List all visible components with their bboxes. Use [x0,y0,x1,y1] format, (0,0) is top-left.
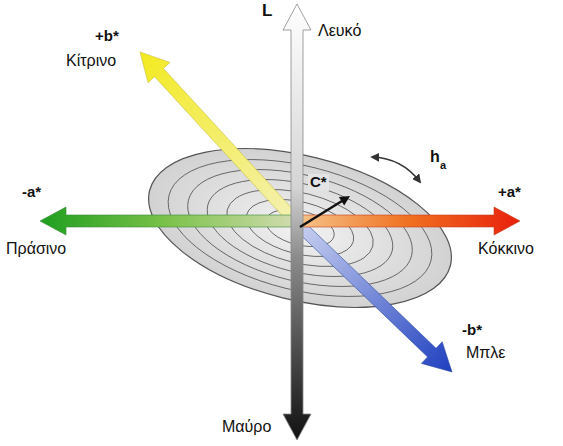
color-name: Μπλε [466,344,506,362]
axis-label: L [262,2,272,21]
chroma-arrow [300,201,342,227]
axis-label: -a* [22,184,41,201]
color-name: Λευκό [318,22,361,40]
color-name: Κόκκινο [478,240,534,258]
color-name: Κίτρινο [66,52,116,70]
axis-label: -b* [462,322,482,339]
hue-angle-arc [372,157,420,182]
axis-label: h [430,148,440,166]
axis-label: C* [308,174,329,191]
axis-label: a [440,159,446,171]
blue-axis-arrow [296,222,452,372]
green-axis-arrow [40,207,296,235]
axis-label: +b* [95,28,119,45]
chroma-arrowhead [339,196,350,206]
axis-label: +a* [498,184,521,201]
red-axis-arrow [298,207,520,235]
yellow-axis-arrow [140,52,304,230]
color-name: Μαύρο [222,418,271,436]
color-name: Πράσινο [6,240,66,258]
